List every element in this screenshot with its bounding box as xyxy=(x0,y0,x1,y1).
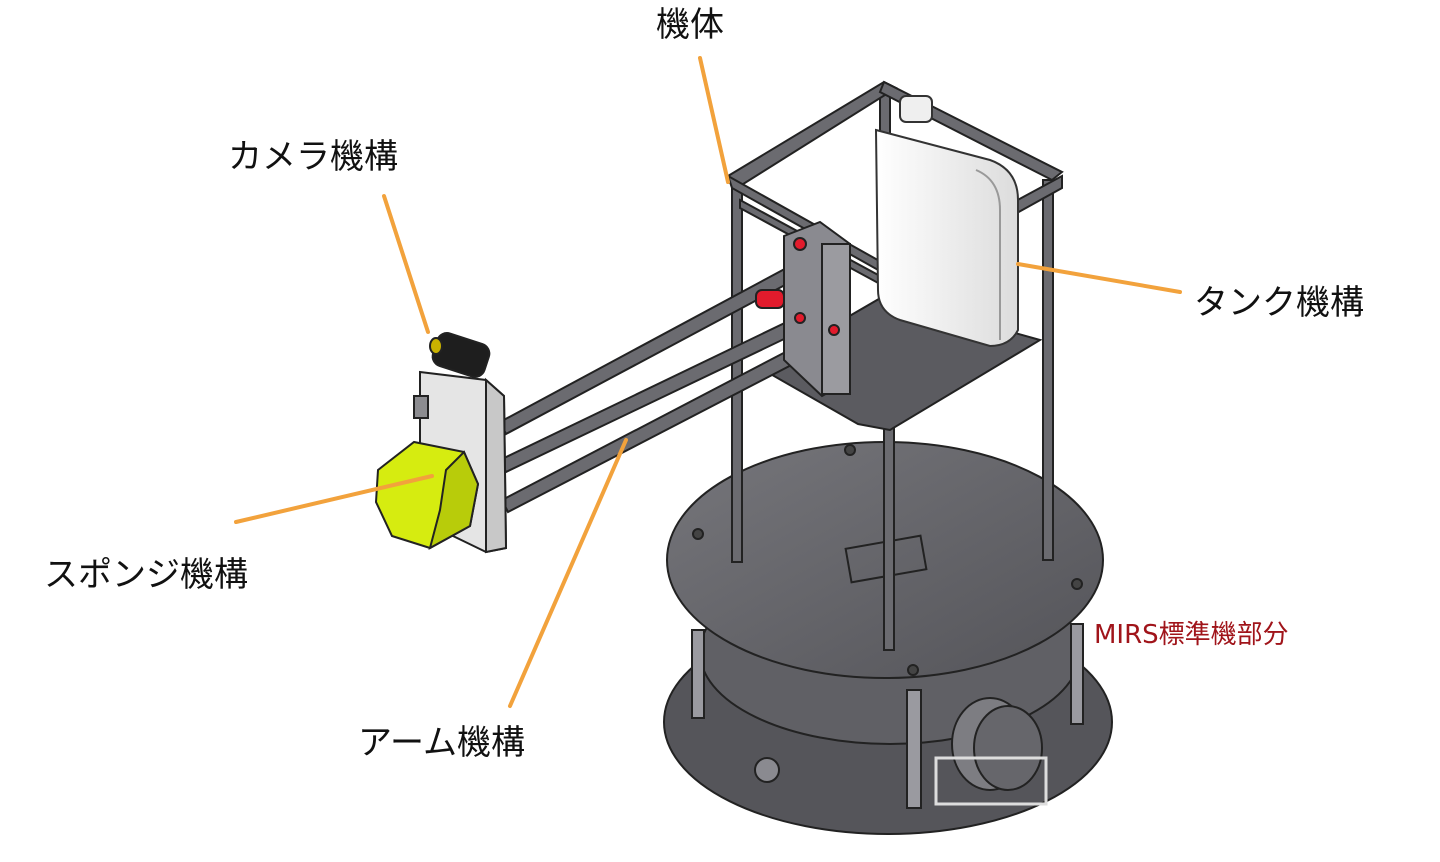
sponge-head xyxy=(374,332,508,554)
tank xyxy=(874,95,1019,348)
leader-body xyxy=(698,56,730,184)
mirs-base xyxy=(663,441,1113,835)
arm xyxy=(498,220,851,514)
label-arm: アーム機構 xyxy=(358,723,525,763)
label-body: 機体 xyxy=(656,5,724,45)
leader-camera xyxy=(382,194,430,334)
label-sponge: スポンジ機構 xyxy=(44,555,248,595)
label-mirs: MIRS標準機部分 xyxy=(1094,620,1289,650)
label-tank: タンク機構 xyxy=(1194,283,1364,323)
label-camera: カメラ機構 xyxy=(228,137,398,177)
leader-sponge xyxy=(234,474,434,524)
leader-lines xyxy=(234,56,1182,708)
leader-tank xyxy=(1016,262,1182,294)
leader-arm xyxy=(508,438,628,708)
